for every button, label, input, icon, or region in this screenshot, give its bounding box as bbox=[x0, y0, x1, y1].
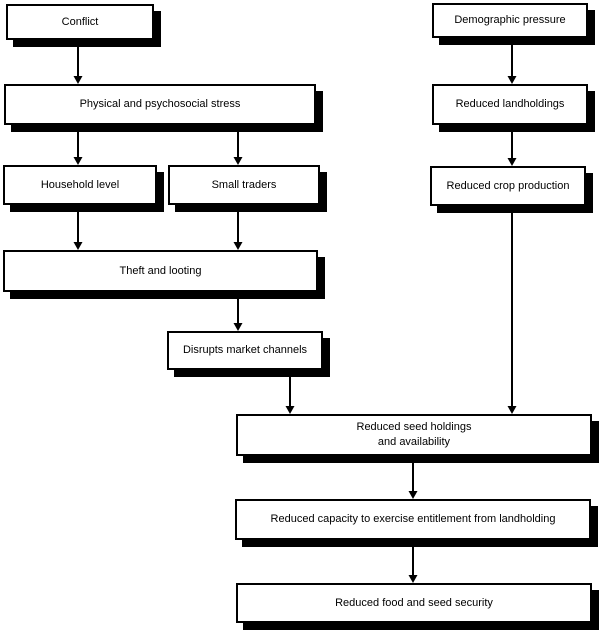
flow-node-theft-and-looting: Theft and looting bbox=[3, 250, 318, 292]
flow-node-label: Small traders bbox=[211, 178, 277, 191]
flow-node-label: Physical and psychosocial stress bbox=[79, 98, 241, 111]
flow-node-label: Reduced food and seed security bbox=[335, 596, 493, 609]
flow-node-physical-psychosocial-stress: Physical and psychosocial stress bbox=[4, 84, 316, 125]
flow-node-label: Reduced landholdings bbox=[455, 98, 565, 111]
arrow-crop-to-seedholdings bbox=[507, 207, 517, 414]
flow-node-reduced-food-seed-security: Reduced food and seed security bbox=[236, 583, 592, 623]
flow-node-reduced-capacity-entitlement: Reduced capacity to exercise entitlement… bbox=[235, 499, 591, 540]
flow-node-label: Reduced seed holdings and availability bbox=[356, 421, 472, 448]
arrow-seedholdings-to-capacity bbox=[408, 457, 418, 499]
flow-node-label: Conflict bbox=[61, 15, 99, 28]
flow-node-label: Disrupts market channels bbox=[182, 344, 308, 357]
flow-node-small-traders: Small traders bbox=[168, 165, 320, 205]
flow-node-label: Theft and looting bbox=[119, 264, 202, 277]
flow-node-demographic-pressure: Demographic pressure bbox=[432, 3, 588, 38]
arrow-conflict-to-stress bbox=[73, 41, 83, 84]
flow-node-label: Demographic pressure bbox=[454, 14, 566, 27]
arrow-demographic-to-landholdings bbox=[507, 40, 517, 84]
flow-node-label: Household level bbox=[40, 178, 120, 191]
flow-node-reduced-seed-holdings-availability: Reduced seed holdings and availability bbox=[236, 414, 592, 456]
flow-node-household-level: Household level bbox=[3, 165, 157, 205]
flow-node-label: Reduced crop production bbox=[446, 179, 570, 192]
arrow-stress-to-household bbox=[73, 126, 83, 165]
arrow-capacity-to-security bbox=[408, 541, 418, 583]
arrow-landholdings-to-crop bbox=[507, 126, 517, 166]
arrow-traders-to-theft bbox=[233, 206, 243, 250]
flow-node-label: Reduced capacity to exercise entitlement… bbox=[270, 513, 556, 526]
arrow-household-to-theft bbox=[73, 206, 83, 250]
flow-node-conflict: Conflict bbox=[6, 4, 154, 40]
flow-node-reduced-crop-production: Reduced crop production bbox=[430, 166, 586, 206]
arrow-theft-to-disrupts bbox=[233, 293, 243, 331]
arrow-disrupts-to-seedholdings bbox=[285, 371, 295, 414]
arrow-stress-to-traders bbox=[233, 126, 243, 165]
flow-node-disrupts-market-channels: Disrupts market channels bbox=[167, 331, 323, 370]
flow-node-reduced-landholdings: Reduced landholdings bbox=[432, 84, 588, 125]
